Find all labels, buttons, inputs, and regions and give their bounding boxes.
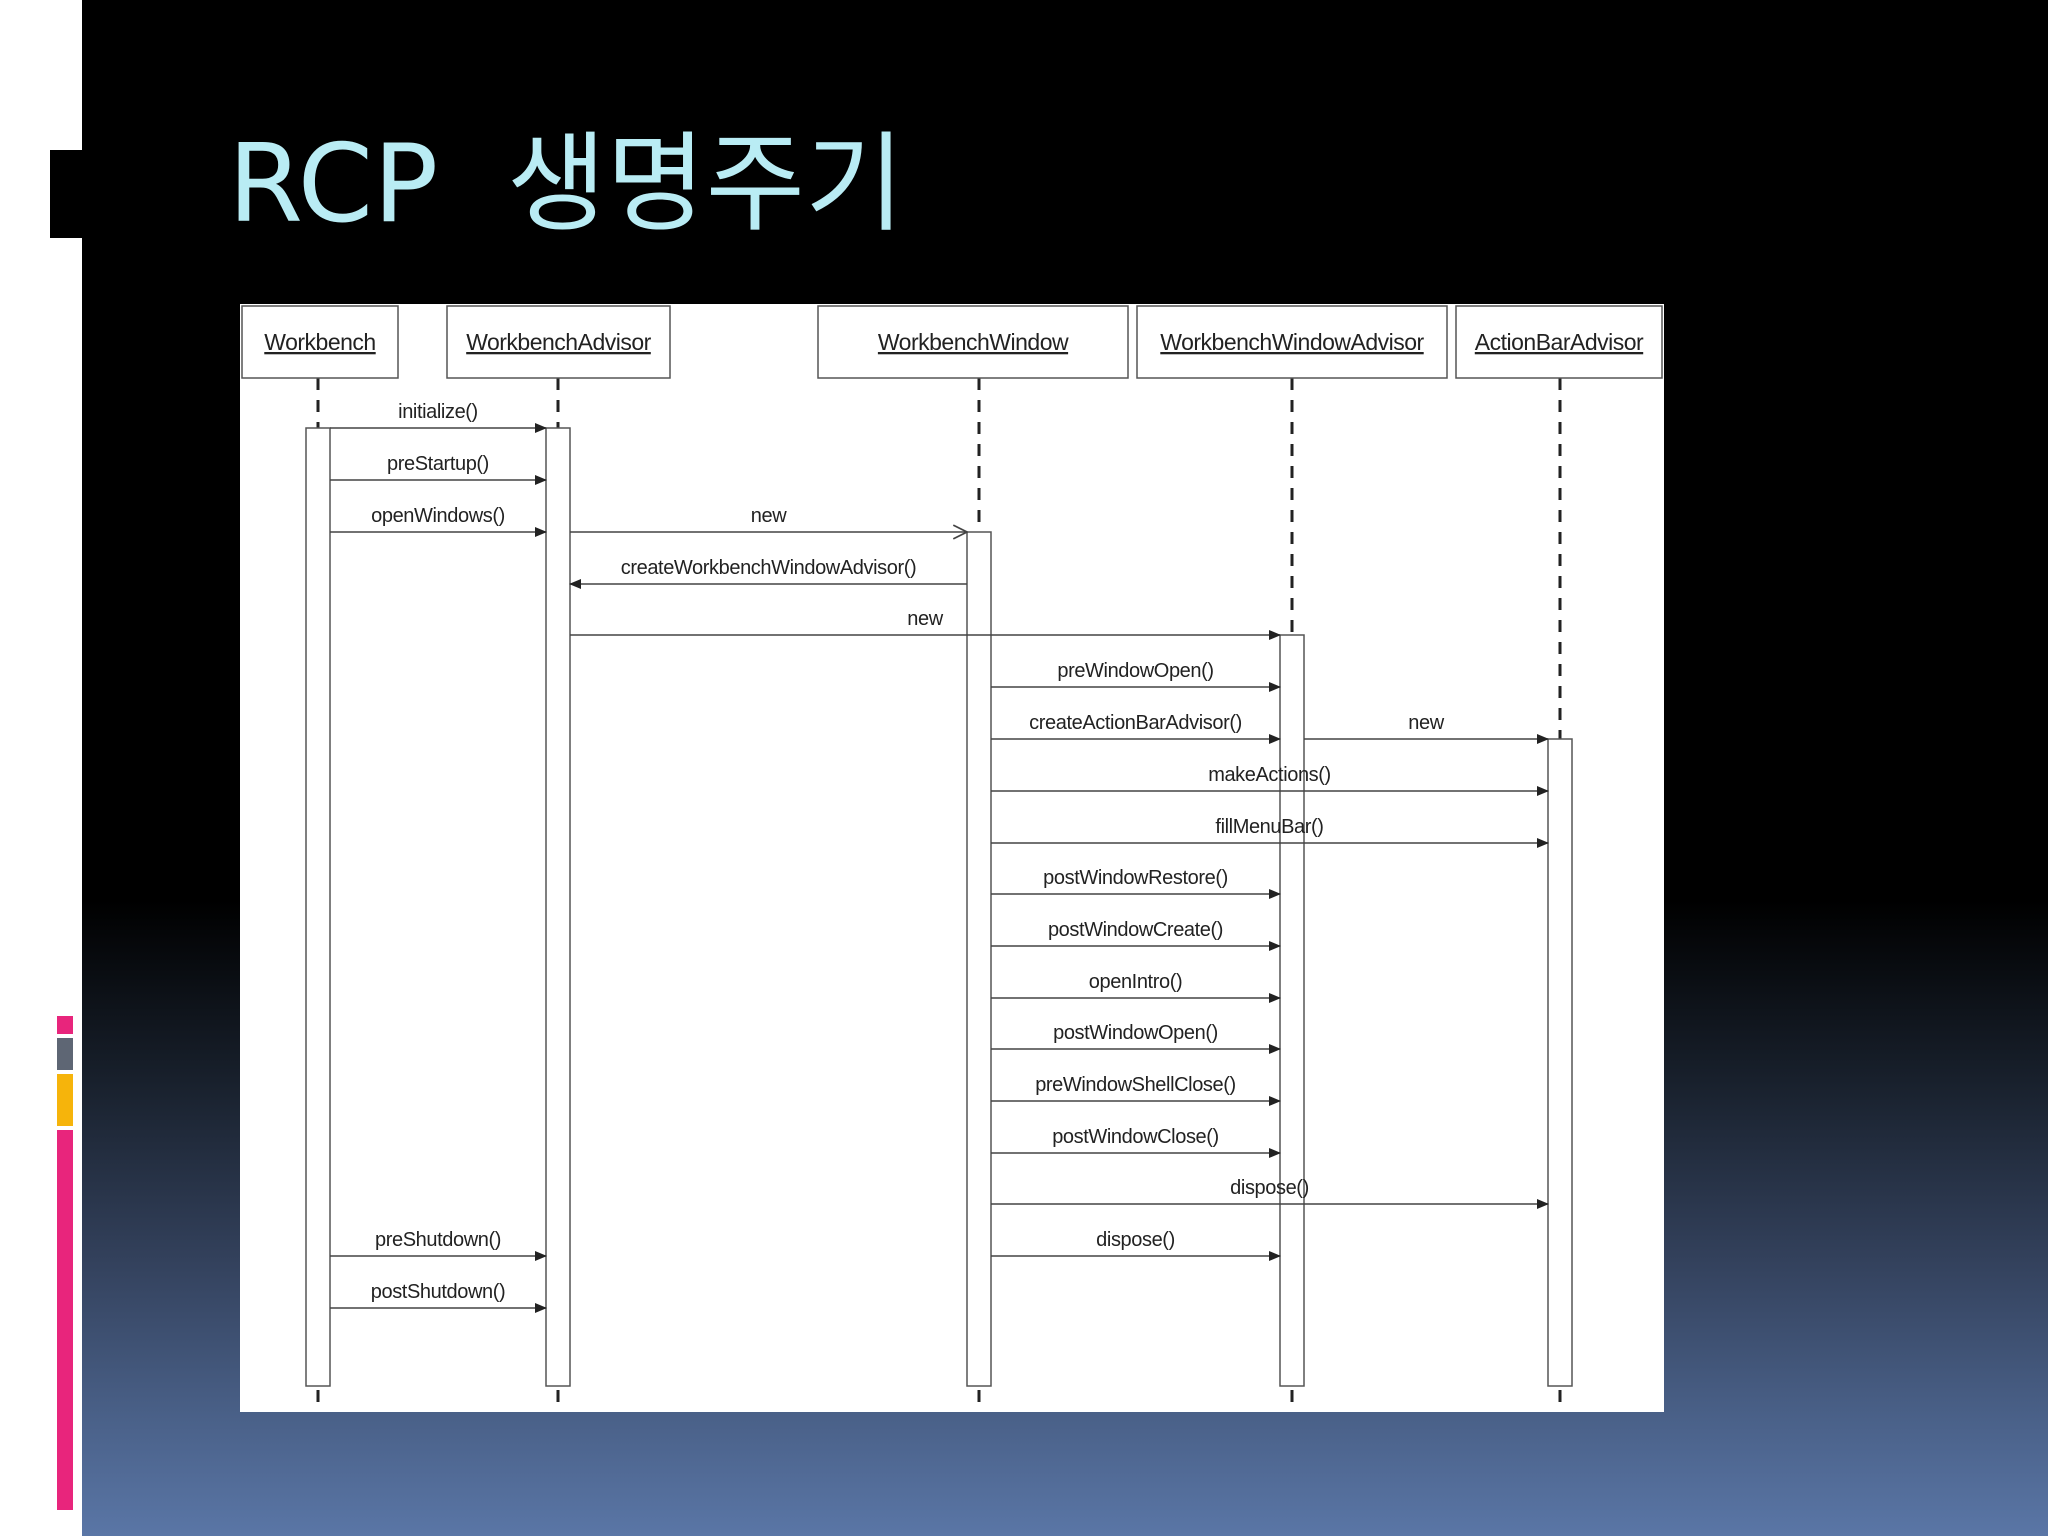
message-label: postWindowOpen() [1053,1022,1218,1044]
message-label: openWindows() [371,505,505,527]
participant-box [241,305,399,379]
message-21: postShutdown() [330,1281,547,1313]
participant-name: WorkbenchWindow [878,329,1069,355]
participant-workbench-window-advisor: WorkbenchWindowAdvisor [1136,305,1448,379]
participant-workbench-advisor: WorkbenchAdvisor [446,305,671,379]
participant-box [817,305,1129,379]
message-label: createActionBarAdvisor() [1029,712,1242,734]
message-10: makeActions() [991,764,1549,796]
participant-action-bar-advisor: ActionBarAdvisor [1455,305,1663,379]
message-label: postWindowClose() [1052,1126,1219,1148]
message-20: preShutdown() [330,1229,547,1261]
message-6: new [570,608,1281,640]
message-label: new [1408,712,1444,734]
message-label: preWindowShellClose() [1035,1074,1236,1096]
participant-name: ActionBarAdvisor [1475,329,1644,355]
message-label: createWorkbenchWindowAdvisor() [621,557,917,579]
message-label: preStartup() [387,453,489,475]
participant-workbench-window: WorkbenchWindow [817,305,1129,379]
sequence-diagram: Workbench WorkbenchAdvisor WorkbenchWindow… [240,304,1664,1412]
message-1: initialize() [330,401,547,433]
message-label: initialize() [398,401,478,423]
accent-bar-pink-top [57,1016,73,1034]
message-17: postWindowClose() [991,1126,1281,1158]
activation-bar-workbench-advisor [545,427,571,1387]
message-label: new [907,608,943,630]
accent-bar-pink-long [57,1130,73,1510]
message-label: dispose() [1096,1229,1175,1251]
activation-bar-workbench [305,427,331,1387]
participant-name: Workbench [264,329,375,355]
message-label: preWindowOpen() [1057,660,1213,682]
sequence-diagram-canvas: Workbench WorkbenchAdvisor WorkbenchWindow… [241,305,1663,1412]
message-label: postWindowRestore() [1043,867,1228,889]
message-12: postWindowRestore() [991,867,1281,899]
participant-box [446,305,671,379]
message-5: createWorkbenchWindowAdvisor() [569,557,967,589]
message-13: postWindowCreate() [991,919,1281,951]
message-9: new [1304,712,1549,744]
message-label: fillMenuBar() [1215,816,1323,838]
message-14: openIntro() [991,971,1281,1003]
activation-bar-workbench-window-advisor [1279,634,1305,1387]
message-label: new [751,505,787,527]
participant-name: WorkbenchAdvisor [466,329,651,355]
message-label: makeActions() [1208,764,1331,786]
participant-box [1455,305,1663,379]
message-7: preWindowOpen() [991,660,1281,692]
message-3: openWindows() [330,505,547,537]
activation-bar-action-bar-advisor [1547,738,1573,1387]
message-label: openIntro() [1089,971,1182,993]
message-15: postWindowOpen() [991,1022,1281,1054]
message-label: dispose() [1230,1177,1309,1199]
message-label: preShutdown() [375,1229,501,1251]
participant-box [1136,305,1448,379]
message-label: postShutdown() [371,1281,505,1303]
message-8: createActionBarAdvisor() [991,712,1281,744]
message-label: postWindowCreate() [1048,919,1223,941]
message-19: dispose() [991,1229,1281,1261]
accent-bar-yellow [57,1074,73,1126]
message-16: preWindowShellClose() [991,1074,1281,1106]
participant-name: WorkbenchWindowAdvisor [1160,329,1424,355]
accent-bar-gray [57,1038,73,1070]
message-18: dispose() [991,1177,1549,1209]
participant-workbench: Workbench [241,305,399,379]
message-4: new [570,505,967,532]
message-2: preStartup() [330,453,547,485]
activation-bar-workbench-window [966,531,992,1387]
message-11: fillMenuBar() [991,816,1549,848]
slide-title: RCP 생명주기 [228,122,905,247]
